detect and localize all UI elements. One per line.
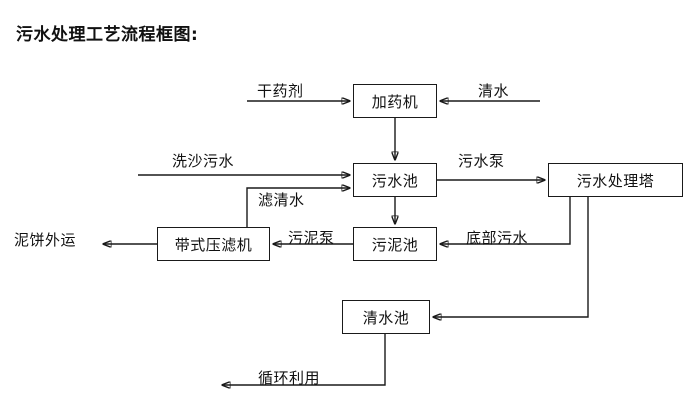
- node-label: 带式压滤机: [174, 235, 253, 254]
- node-sludge-pool[interactable]: 污泥池: [353, 227, 437, 261]
- edge-label-sand-washing-sewage: 洗沙污水: [172, 152, 235, 170]
- node-label: 污水池: [371, 171, 419, 190]
- wire-tower-to-clean-water-pool: [433, 197, 589, 317]
- node-label: 加药机: [371, 92, 419, 111]
- node-label: 污水处理塔: [576, 171, 655, 190]
- node-sewage-treatment-tower[interactable]: 污水处理塔: [548, 163, 683, 197]
- node-sewage-pool[interactable]: 污水池: [353, 163, 437, 197]
- edge-label-clean-water-in: 清水: [478, 82, 510, 100]
- node-belt-filter-press[interactable]: 带式压滤机: [157, 227, 270, 261]
- edge-label-bottom-sewage: 底部污水: [466, 229, 529, 247]
- edge-label-recycle-use: 循环利用: [258, 369, 321, 387]
- node-dosing-machine[interactable]: 加药机: [353, 84, 437, 118]
- edge-label-dry-reagent: 干药剂: [257, 82, 304, 100]
- page-title: 污水处理工艺流程框图:: [16, 25, 199, 45]
- edge-label-mud-cake-out: 泥饼外运: [14, 231, 77, 249]
- node-label: 清水池: [362, 308, 410, 327]
- edge-label-sludge-pump: 污泥泵: [288, 229, 335, 247]
- edge-label-sewage-pump: 污水泵: [458, 152, 505, 170]
- edge-label-filtered-water: 滤清水: [258, 191, 305, 209]
- node-label: 污泥池: [371, 235, 419, 254]
- node-clean-water-pool[interactable]: 清水池: [342, 300, 430, 334]
